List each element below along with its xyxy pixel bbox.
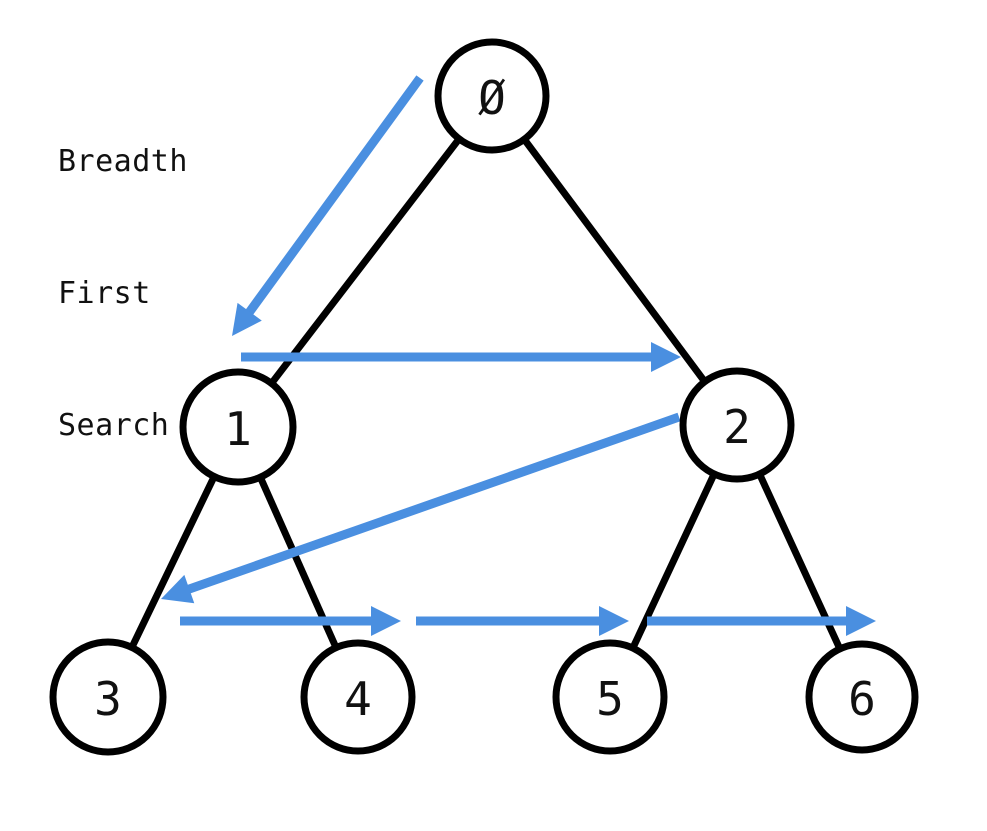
graph-node-0[interactable]: Ø xyxy=(434,38,550,154)
tree-node-group: Ø 1 2 3 4 5 6 xyxy=(49,38,919,756)
bfs-arrow-0-to-1 xyxy=(232,75,424,336)
bfs-arrow-head-5-6 xyxy=(846,606,876,636)
graph-node-1[interactable]: 1 xyxy=(179,368,297,486)
node-circle-6[interactable] xyxy=(805,640,919,754)
title-line-3: Search xyxy=(58,408,170,443)
title-line-1: Breadth xyxy=(58,144,188,179)
tree-edge-0-1 xyxy=(269,137,462,385)
node-label-4: 4 xyxy=(344,672,372,726)
node-circle-3[interactable] xyxy=(49,638,167,756)
page-title: Breadth First Search xyxy=(58,52,188,536)
node-circle-0[interactable] xyxy=(434,38,550,154)
bfs-arrow-5-to-6 xyxy=(647,606,876,636)
node-label-3: 3 xyxy=(94,672,122,726)
bfs-arrow-head-1-2 xyxy=(651,342,681,372)
node-circle-2[interactable] xyxy=(679,367,795,483)
graph-node-2[interactable]: 2 xyxy=(679,367,795,483)
bfs-arrow-shaft-0-1 xyxy=(242,75,424,320)
tree-edge-0-2 xyxy=(522,138,707,383)
tree-edge-group xyxy=(129,137,843,650)
graph-node-5[interactable]: 5 xyxy=(552,639,668,755)
tree-edge-2-5 xyxy=(630,473,717,649)
node-circle-5[interactable] xyxy=(552,639,668,755)
node-circle-1[interactable] xyxy=(179,368,297,486)
graph-node-3[interactable]: 3 xyxy=(49,638,167,756)
graph-node-6[interactable]: 6 xyxy=(805,640,919,754)
node-label-5: 5 xyxy=(596,672,624,726)
graph-node-4[interactable]: 4 xyxy=(300,639,416,755)
node-label-6: 6 xyxy=(848,672,876,726)
bfs-arrow-head-2-3 xyxy=(161,574,195,604)
bfs-arrow-4-to-5 xyxy=(416,606,629,636)
node-label-1: 1 xyxy=(224,402,252,456)
bfs-arrow-head-3-4 xyxy=(371,606,401,636)
node-circle-4[interactable] xyxy=(300,639,416,755)
bfs-arrow-2-to-3 xyxy=(161,412,681,604)
tree-edge-1-3 xyxy=(129,475,217,649)
title-line-2: First xyxy=(58,276,151,311)
bfs-arrow-3-to-4 xyxy=(180,606,401,636)
bfs-arrow-head-0-1 xyxy=(232,302,262,336)
node-label-0: Ø xyxy=(478,71,506,125)
node-label-2: 2 xyxy=(723,400,751,454)
bfs-arrow-shaft-2-3 xyxy=(182,412,681,596)
bfs-arrow-head-4-5 xyxy=(599,606,629,636)
bfs-arrow-1-to-2 xyxy=(241,342,681,372)
bfs-arrow-group xyxy=(161,75,876,636)
